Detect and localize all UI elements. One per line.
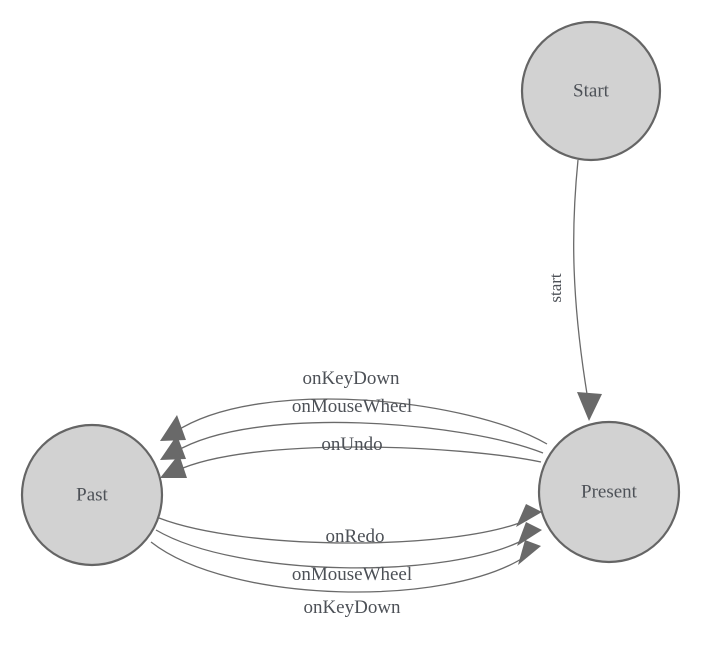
edge-past-to-present-onkeydown-label: onKeyDown [303,597,401,618]
edge-present-to-past-onmousewheel-arrowhead [160,435,186,460]
edge-past-to-present-onredo[interactable]: onRedo [158,504,542,547]
edge-past-to-present-onkeydown[interactable]: onKeyDown [150,540,541,618]
edge-present-to-past-onkeydown-path [174,398,548,445]
edge-present-to-past-onkeydown-label: onKeyDown [302,368,400,389]
edge-past-to-present-onmousewheel-label: onMouseWheel [292,564,412,585]
edge-past-to-present-onredo-arrowhead [516,504,542,527]
edge-past-to-present-onkeydown-arrowhead [518,540,541,565]
edge-start-to-present-label: start [546,273,565,303]
edge-start-to-present-path [573,159,590,407]
node-present-circle [537,420,681,564]
edge-present-to-past-onmousewheel-label: onMouseWheel [292,396,412,417]
edge-past-to-present-onmousewheel[interactable]: onMouseWheel [155,522,542,585]
node-present[interactable]: Present [537,420,681,564]
node-start-circle [520,20,662,162]
edge-start-to-present-arrowhead [577,392,602,421]
node-start[interactable]: Start [520,20,662,162]
edge-present-to-past-onmousewheel-path [174,421,544,454]
edge-present-to-past-onkeydown[interactable]: onKeyDown [160,368,548,445]
edge-past-to-present-onmousewheel-arrowhead [517,522,542,546]
edge-present-to-past-onundo[interactable]: onUndo [160,434,542,478]
node-start-label: Start [573,80,610,101]
node-past-label: Past [76,484,108,505]
edge-present-to-past-onmousewheel[interactable]: onMouseWheel [160,396,544,460]
edge-past-to-present-onredo-path [158,517,528,544]
node-past-circle [20,423,164,567]
edge-present-to-past-onundo-label: onUndo [321,434,382,455]
edge-present-to-past-onundo-arrowhead [160,454,187,478]
edge-present-to-past-onundo-path [175,446,542,472]
edge-start-to-present[interactable]: start [546,159,602,421]
edge-present-to-past-onkeydown-arrowhead [160,415,186,441]
edge-past-to-present-onredo-label: onRedo [325,526,384,547]
node-past[interactable]: Past [20,423,164,567]
edge-past-to-present-onmousewheel-path [155,529,528,569]
edge-past-to-present-onkeydown-path [150,541,527,593]
node-present-label: Present [581,481,638,502]
